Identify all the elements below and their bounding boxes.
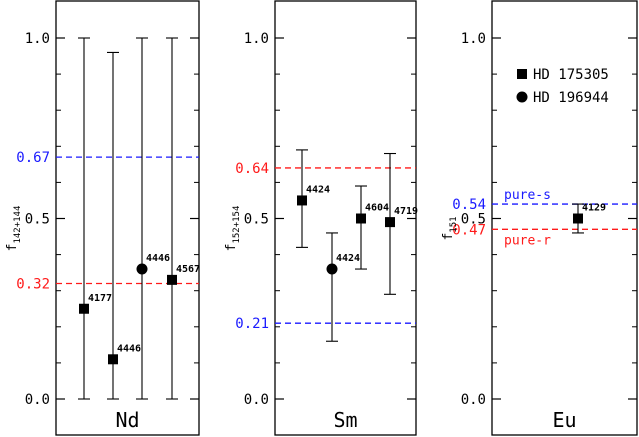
y-tick-label: 1.0 (244, 31, 269, 47)
data-point-square (167, 274, 177, 285)
y-axis-label: f152+154 (224, 206, 242, 252)
panel-frame (55, 0, 200, 436)
reference-line-value: 0.47 (452, 222, 486, 238)
y-axis-label-subscript: 152+154 (232, 206, 242, 244)
data-point-label: 4446 (117, 343, 141, 354)
data-point-square (297, 195, 307, 206)
y-axis-label-main: f (441, 233, 456, 241)
data-point-label: 4604 (365, 203, 389, 214)
y-axis-label: f142+144 (5, 206, 23, 252)
y-tick-label: 1.0 (25, 31, 50, 47)
data-point-label: 4719 (394, 206, 418, 217)
data-point-circle (136, 263, 148, 275)
data-point-circle (326, 263, 338, 275)
data-point-label: 4129 (582, 203, 606, 214)
reference-line-value: 0.54 (452, 197, 486, 213)
data-point-label: 4567 (176, 264, 200, 275)
x-axis-label: Nd (115, 408, 139, 432)
legend-marker-square (517, 69, 527, 79)
y-tick-label: 0.0 (244, 392, 269, 408)
y-tick-label: 0.5 (244, 212, 269, 228)
data-point-label: 4424 (306, 184, 330, 195)
data-point-label: 4446 (146, 253, 170, 264)
data-point-square (79, 303, 89, 314)
data-point-label: 4177 (88, 293, 112, 304)
reference-line-annotation: pure-s (504, 188, 551, 203)
y-tick-label: 0.0 (25, 392, 50, 408)
reference-line-value: 0.64 (235, 161, 269, 177)
x-axis-label: Sm (333, 408, 357, 432)
reference-line-value: 0.21 (235, 316, 269, 332)
y-tick-label: 0.5 (461, 212, 486, 228)
y-axis-label-subscript: 142+144 (13, 206, 23, 244)
y-axis-label-main: f (5, 244, 20, 252)
y-axis-label: f151 (441, 216, 459, 240)
data-point-square (385, 217, 395, 228)
data-point-square (356, 213, 366, 224)
y-tick-label: 0.5 (25, 212, 50, 228)
reference-line-value: 0.67 (16, 150, 50, 166)
legend-marker-circle (516, 91, 528, 103)
y-tick-label: 0.0 (461, 392, 486, 408)
data-point-square (573, 213, 583, 224)
legend-label: HD 196944 (533, 90, 609, 106)
legend-label: HD 175305 (533, 67, 609, 83)
y-axis-label-main: f (224, 244, 239, 252)
y-tick-label: 1.0 (461, 31, 486, 47)
data-point-square (108, 354, 118, 365)
x-axis-label: Eu (552, 408, 576, 432)
reference-line-annotation: pure-r (504, 233, 551, 248)
data-point-label: 4424 (336, 253, 360, 264)
y-axis-label-subscript: 151 (449, 216, 459, 232)
reference-line-value: 0.32 (16, 276, 50, 292)
